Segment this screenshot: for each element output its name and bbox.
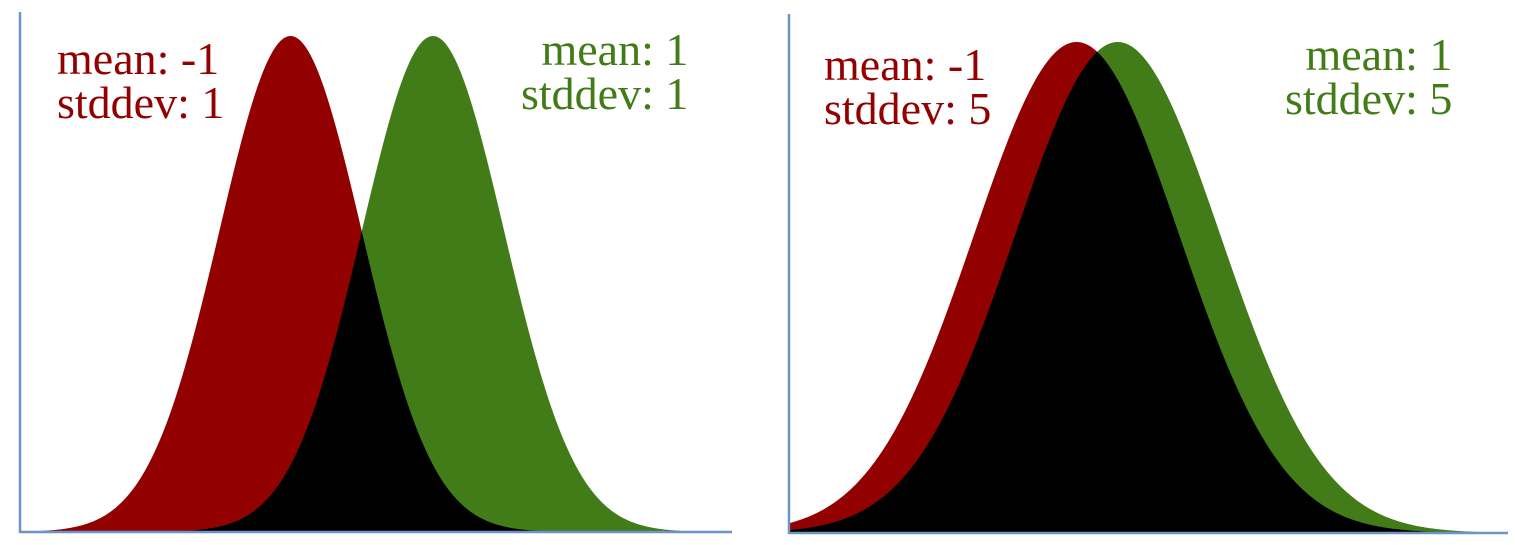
stddev-label: stddev: 1 [57,77,225,128]
area-green-narrow [20,36,732,532]
chart-svg-wide [787,14,1508,535]
mean-label: mean: 1 [541,24,689,75]
legend-label-green-narrow: mean: 1 stddev: 1 [521,24,689,119]
plot-area [789,42,1508,533]
legend-label-green-wide: mean: 1 stddev: 5 [1285,29,1453,124]
stddev-label: stddev: 5 [1285,73,1453,124]
legend-label-red-narrow: mean: -1 stddev: 1 [57,33,225,128]
legend-label-red-wide: mean: -1 stddev: 5 [824,39,992,134]
mean-label: mean: -1 [57,33,220,84]
overlap-area-wide [789,51,1508,533]
mean-label: mean: 1 [1305,29,1453,80]
plot-area [20,36,732,532]
chart-svg-narrow [18,12,732,534]
overlap-area-narrow [20,231,732,532]
chart-panel-wide: mean: -1 stddev: 5 mean: 1 stddev: 5 [758,0,1515,545]
area-red-narrow [20,36,732,532]
mean-label: mean: -1 [824,39,987,90]
stddev-label: stddev: 5 [824,83,992,134]
stddev-label: stddev: 1 [521,68,689,119]
chart-panel-narrow: mean: -1 stddev: 1 mean: 1 stddev: 1 [0,0,757,545]
